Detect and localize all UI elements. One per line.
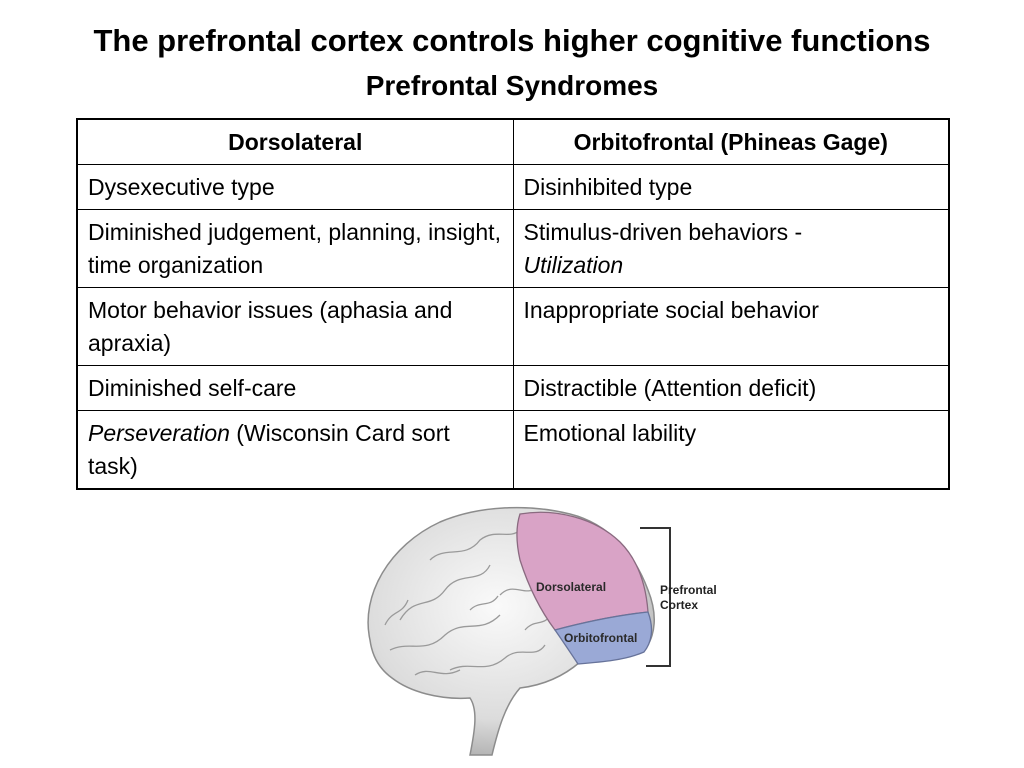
table-row: Dysexecutive type Disinhibited type <box>76 164 950 210</box>
cell-text: Stimulus-driven behaviors - <box>523 219 803 245</box>
cell-orbitofrontal: Distractible (Attention deficit) <box>512 365 950 411</box>
cell-text: (Wisconsin Card sort task) <box>88 420 450 479</box>
cell-text: Emotional lability <box>523 420 697 446</box>
label-dorsolateral: Dorsolateral <box>536 580 606 594</box>
cell-text: Inappropriate social behavior <box>523 297 819 323</box>
cell-text: Dysexecutive type <box>88 174 275 200</box>
table-row: Perseveration (Wisconsin Card sort task)… <box>76 410 950 490</box>
cell-text: Diminished self-care <box>88 375 297 401</box>
table-row: Diminished judgement, planning, insight,… <box>76 209 950 288</box>
slide-title: The prefrontal cortex controls higher co… <box>93 23 931 58</box>
prefrontal-cortex-label: Prefrontal Cortex <box>660 583 717 613</box>
cortex-label-line1: Prefrontal <box>660 583 717 597</box>
cell-text: Distractible (Attention deficit) <box>523 375 817 401</box>
cell-orbitofrontal: Stimulus-driven behaviors - Utilization <box>512 209 950 288</box>
cell-dorsolateral: Motor behavior issues (aphasia and aprax… <box>76 287 514 366</box>
cell-text: Motor behavior issues (aphasia and aprax… <box>88 297 453 356</box>
prefrontal-bracket <box>640 527 671 667</box>
cell-italic: Perseveration <box>88 420 230 446</box>
cell-dorsolateral: Perseveration (Wisconsin Card sort task) <box>76 410 514 490</box>
syndromes-table: Dorsolateral Orbitofrontal (Phineas Gage… <box>76 118 950 490</box>
table-header-row: Dorsolateral Orbitofrontal (Phineas Gage… <box>76 118 950 165</box>
header-orbitofrontal: Orbitofrontal (Phineas Gage) <box>512 118 950 165</box>
cell-text: Diminished judgement, planning, insight,… <box>88 219 501 278</box>
label-orbitofrontal: Orbitofrontal <box>564 631 637 645</box>
cell-orbitofrontal: Emotional lability <box>512 410 950 490</box>
table-row: Diminished self-care Distractible (Atten… <box>76 365 950 411</box>
slide-subtitle: Prefrontal Syndromes <box>365 70 659 101</box>
cell-dorsolateral: Diminished self-care <box>76 365 514 411</box>
table-row: Motor behavior issues (aphasia and aprax… <box>76 287 950 366</box>
cell-dorsolateral: Dysexecutive type <box>76 164 514 210</box>
brain-illustration: Dorsolateral Orbitofrontal <box>367 506 671 756</box>
cell-orbitofrontal: Inappropriate social behavior <box>512 287 950 366</box>
cell-dorsolateral: Diminished judgement, planning, insight,… <box>76 209 514 288</box>
orbitofrontal-region <box>553 611 653 665</box>
cortex-label-line2: Cortex <box>660 598 699 612</box>
header-dorsolateral: Dorsolateral <box>76 118 514 165</box>
cell-text: Disinhibited type <box>523 174 693 200</box>
cell-italic: Utilization <box>523 252 624 278</box>
cell-orbitofrontal: Disinhibited type <box>512 164 950 210</box>
